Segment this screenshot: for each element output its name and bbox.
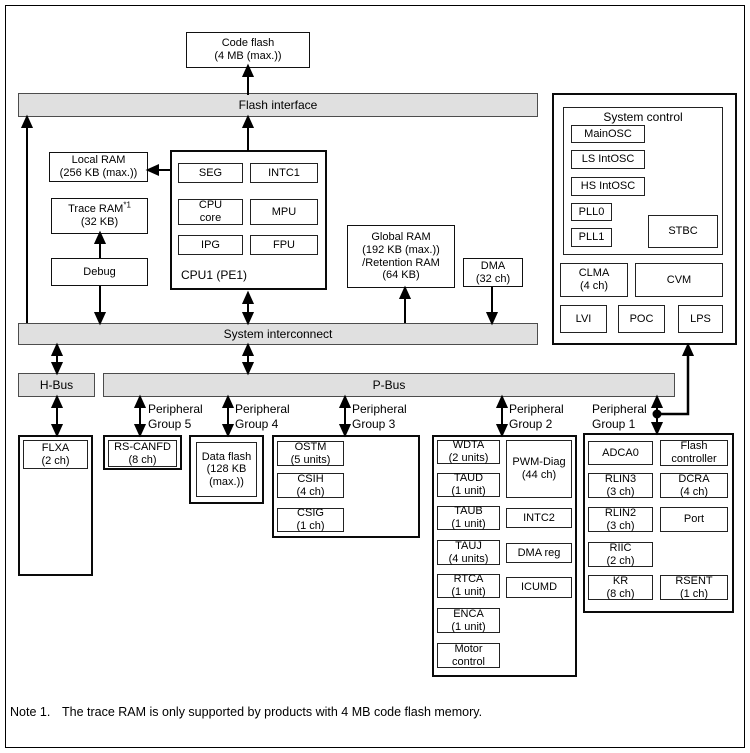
block-tauj: TAUJ(4 units) xyxy=(437,540,500,565)
diagram-border xyxy=(5,5,745,748)
cpu1-cell-seg: SEG xyxy=(178,163,243,183)
block-ls-intosc: LS IntOSC xyxy=(571,150,645,169)
block-peripheral-group-2: WDTA(2 units) TAUD(1 unit) TAUB(1 unit) … xyxy=(432,435,577,677)
block-rsent: RSENT(1 ch) xyxy=(660,575,728,600)
block-code-flash: Code flash (4 MB (max.)) xyxy=(186,32,310,68)
block-rlin3: RLIN3(3 ch) xyxy=(588,473,653,498)
block-peripheral-group-1: ADCA0 RLIN3(3 ch) RLIN2(3 ch) RIIC(2 ch)… xyxy=(583,433,734,613)
block-adca0: ADCA0 xyxy=(588,441,653,465)
block-dma-reg: DMA reg xyxy=(506,543,572,563)
block-rlin2: RLIN2(3 ch) xyxy=(588,507,653,532)
footnote-text: The trace RAM is only supported by produ… xyxy=(62,705,483,719)
block-kr: KR(8 ch) xyxy=(588,575,653,600)
label: System interconnect xyxy=(223,327,333,341)
block-flxa: FLXA (2 ch) xyxy=(23,440,88,469)
block-mainosc: MainOSC xyxy=(571,125,645,143)
label: Flash interface xyxy=(238,98,318,112)
system-control-title: System control xyxy=(603,110,683,124)
block-port: Port xyxy=(660,507,728,532)
block-system-control: System control MainOSC LS IntOSC HS IntO… xyxy=(552,93,737,345)
block-wdta: WDTA(2 units) xyxy=(437,439,500,464)
block-local-ram: Local RAM (256 KB (max.)) xyxy=(49,152,148,182)
block-peripheral-group-3: OSTM(5 units) CSIH(4 ch) CSIG(1 ch) xyxy=(272,435,420,538)
label: Debug xyxy=(83,265,116,278)
sublabel: (256 KB (max.)) xyxy=(59,167,138,179)
block-trace-ram: Trace RAM*1 (32 KB) xyxy=(51,198,148,234)
block-cvm: CVM xyxy=(635,263,723,297)
footnote-label: Note 1. xyxy=(10,705,51,719)
label: Local RAM xyxy=(71,154,126,167)
block-global-ram: Global RAM (192 KB (max.)) /Retention RA… xyxy=(347,225,455,288)
label: Code flash xyxy=(221,37,275,50)
block-riic: RIIC(2 ch) xyxy=(588,542,653,567)
bus-p-bus: P-Bus xyxy=(103,373,675,397)
bus-h-bus: H-Bus xyxy=(18,373,95,397)
block-enca: ENCA(1 unit) xyxy=(437,608,500,633)
block-intc2: INTC2 xyxy=(506,508,572,528)
bus-flash-interface: Flash interface xyxy=(18,93,538,117)
block-poc: POC xyxy=(618,305,665,333)
block-stbc: STBC xyxy=(648,215,718,248)
note-reference: *1 xyxy=(123,200,131,210)
block-debug: Debug xyxy=(51,258,148,286)
block-taub: TAUB(1 unit) xyxy=(437,505,500,530)
footnote: Note 1. The trace RAM is only supported … xyxy=(10,705,482,719)
cpu1-cell-ipg: IPG xyxy=(178,235,243,255)
block-taud: TAUD(1 unit) xyxy=(437,472,500,497)
block-lps: LPS xyxy=(678,305,723,333)
block-pwm-diag: PWM-Diag(44 ch) xyxy=(506,440,572,498)
block-flxa-group: FLXA (2 ch) xyxy=(18,435,93,576)
system-control-inner: System control MainOSC LS IntOSC HS IntO… xyxy=(563,107,723,255)
block-csih: CSIH(4 ch) xyxy=(277,473,344,498)
label: Trace RAM*1 xyxy=(68,200,131,216)
block-rtca: RTCA(1 unit) xyxy=(437,573,500,598)
cpu1-cell-mpu: MPU xyxy=(250,199,318,225)
block-dma: DMA (32 ch) xyxy=(463,258,523,287)
cpu1-cell-fpu: FPU xyxy=(250,235,318,255)
block-csig: CSIG(1 ch) xyxy=(277,507,344,532)
bus-system-interconnect: System interconnect xyxy=(18,323,538,345)
block-ostm: OSTM(5 units) xyxy=(277,441,344,466)
block-rs-canfd: RS-CANFD (8 ch) xyxy=(108,440,177,467)
sublabel: (4 MB (max.)) xyxy=(214,50,282,62)
block-rs-canfd-group: RS-CANFD (8 ch) xyxy=(103,435,182,470)
block-icumd: ICUMD xyxy=(506,577,572,598)
block-data-flash: Data flash (128 KB (max.)) xyxy=(196,442,257,497)
block-pll1: PLL1 xyxy=(571,228,612,247)
label: P-Bus xyxy=(372,378,406,392)
block-cpu1: SEG INTC1 CPU core MPU IPG FPU CPU1 (PE1… xyxy=(170,150,327,290)
cpu1-cell-intc1: INTC1 xyxy=(250,163,318,183)
cpu1-cell-cpu-core: CPU core xyxy=(178,199,243,225)
block-lvi: LVI xyxy=(560,305,607,333)
cpu1-label: CPU1 (PE1) xyxy=(181,267,248,282)
block-pll0: PLL0 xyxy=(571,203,612,221)
block-data-flash-group: Data flash (128 KB (max.)) xyxy=(189,435,264,504)
block-dcra: DCRA(4 ch) xyxy=(660,473,728,498)
sublabel: (32 KB) xyxy=(80,216,119,228)
block-hs-intosc: HS IntOSC xyxy=(571,177,645,196)
label: H-Bus xyxy=(39,378,74,392)
block-clma: CLMA (4 ch) xyxy=(560,263,628,297)
